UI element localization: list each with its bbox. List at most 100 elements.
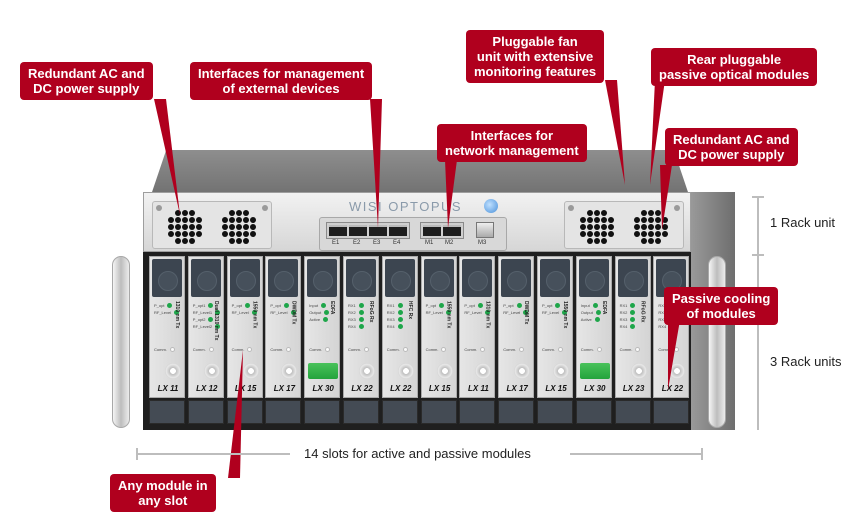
callout-rear-modules: Rear pluggable passive optical modules (651, 48, 818, 86)
module-pull-handle[interactable] (420, 400, 457, 424)
fc-connector-icon[interactable] (203, 363, 220, 379)
usb-port-icon[interactable] (476, 222, 494, 238)
callout-power-supply-right: Redundant AC and DC power supply (665, 128, 798, 166)
led-indicator-icon (630, 324, 636, 329)
module-latch[interactable] (268, 259, 299, 297)
pointer-power-right (660, 165, 672, 230)
module-pull-handle[interactable] (343, 400, 379, 424)
module-pull-handle[interactable] (265, 400, 302, 424)
led-label: RF_Level (464, 310, 482, 315)
led-label: RF_Level1 (192, 310, 213, 315)
fc-connector-icon[interactable] (165, 363, 181, 379)
status-led: RF_Level2 (193, 324, 221, 329)
module-pull-handle[interactable] (226, 400, 263, 424)
module-model-label: LX 30 (312, 384, 334, 393)
led-label: RX4 (386, 324, 395, 329)
module-latch[interactable] (229, 259, 260, 297)
led-indicator-icon (595, 310, 601, 315)
fc-connector-icon[interactable] (242, 363, 259, 379)
led-indicator-icon (630, 310, 636, 315)
module-pull-handle[interactable] (459, 400, 496, 424)
fc-connector-icon[interactable] (630, 363, 647, 379)
status-led: Active (581, 317, 600, 322)
pointer-rear-modules (650, 80, 665, 185)
status-led: P_opt1 (193, 303, 214, 308)
led-indicator-icon (445, 310, 451, 315)
fc-connector-icon[interactable] (281, 363, 298, 379)
front-panel-1ru: WISI OPTOPUS E1 E2 E3 E4 M1 M2 M3 (143, 192, 691, 252)
module-latch[interactable] (578, 259, 609, 297)
status-led: RF_Level (426, 310, 451, 315)
fc-connector-icon[interactable] (397, 363, 414, 379)
fc-connector-icon[interactable] (475, 363, 492, 379)
pointer-net-mgmt (445, 160, 457, 228)
module-pull-handle[interactable] (653, 400, 690, 424)
module-pull-handle[interactable] (187, 400, 224, 424)
rack-handle-left[interactable] (112, 256, 130, 428)
module-pull-handle[interactable] (381, 400, 418, 424)
fc-connector-icon[interactable] (514, 363, 531, 379)
module-latch[interactable] (152, 259, 182, 297)
fan-grille-icon (579, 209, 615, 245)
fc-connector-icon[interactable] (669, 363, 686, 379)
module-latch[interactable] (307, 259, 338, 297)
module-latch[interactable] (423, 259, 454, 297)
ethernet-port-icon[interactable] (423, 225, 441, 236)
module-latch[interactable] (384, 259, 415, 297)
fc-connector-icon[interactable] (359, 363, 375, 379)
sc-connector-icon[interactable] (579, 363, 610, 379)
led-label: RX2 (658, 310, 667, 315)
module-pull-handle[interactable] (304, 400, 341, 424)
sc-connector-icon[interactable] (308, 363, 339, 379)
led-label: Comm. (425, 347, 439, 352)
module-latch[interactable] (617, 259, 648, 297)
module-latch[interactable] (190, 259, 221, 297)
status-led: RX4 (387, 324, 403, 329)
fc-connector-icon[interactable] (553, 363, 569, 379)
ethernet-port-icon[interactable] (329, 225, 347, 236)
status-led: P_opt (542, 303, 561, 308)
module-pull-handle[interactable] (537, 400, 573, 424)
led-label: RX1 (348, 303, 356, 308)
module-pull-handle[interactable] (575, 400, 612, 424)
led-indicator-icon (290, 310, 296, 315)
globe-icon (484, 199, 498, 213)
led-indicator-icon (358, 303, 364, 308)
fc-connector-icon[interactable] (436, 363, 453, 379)
led-indicator-icon (323, 317, 329, 322)
ethernet-port-icon[interactable] (443, 225, 461, 236)
module-latch[interactable] (462, 259, 493, 297)
ethernet-port-icon[interactable] (349, 225, 367, 236)
module-pull-handle[interactable] (614, 400, 651, 424)
module-latch[interactable] (540, 259, 570, 297)
ethernet-port-icon[interactable] (389, 225, 407, 236)
status-led: RF_Level (464, 310, 490, 315)
callout-passive-cooling: Passive cooling of modules (664, 287, 779, 325)
module-latch[interactable] (346, 259, 376, 297)
module-pull-handle[interactable] (149, 400, 185, 424)
led-label: Input (309, 303, 319, 308)
status-led: Input (309, 303, 327, 308)
module-latch[interactable] (501, 259, 532, 297)
callout-text: of external devices (222, 81, 340, 96)
module-pull-handle[interactable] (498, 400, 535, 424)
led-indicator-icon (251, 310, 257, 315)
led-indicator-icon (208, 347, 214, 352)
callout-text: Interfaces for (470, 128, 554, 143)
